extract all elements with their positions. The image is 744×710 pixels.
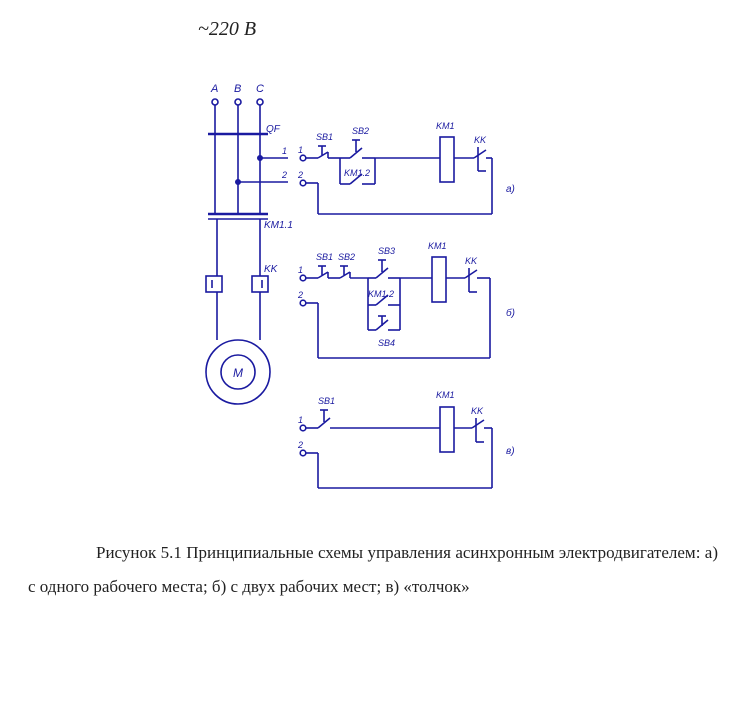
sb2-a-contact	[349, 147, 363, 159]
contactor-label: KM1.1	[264, 220, 293, 231]
figure-caption-text: Рисунок 5.1 Принципиальные схемы управле…	[28, 543, 718, 596]
tap-1-label: 1	[282, 146, 287, 156]
sb2-b-contact	[339, 271, 351, 279]
circuit-b-sb2-label: SB2	[338, 252, 355, 262]
circuit-c-tag: в)	[506, 446, 515, 457]
circuit-a-terminal-2: 2	[297, 170, 303, 180]
control-circuit-a	[299, 136, 493, 215]
phase-b-label: B	[234, 83, 241, 95]
circuit-b-hold-label: KM1.2	[368, 289, 394, 299]
supply-voltage-label: ~220 B	[198, 18, 257, 40]
circuit-b-tag: б)	[506, 307, 515, 319]
power-circuit	[205, 98, 288, 405]
phase-b-terminal	[234, 98, 242, 106]
circuit-b-sb1-label: SB1	[316, 252, 333, 262]
kk-a-contact	[473, 149, 487, 159]
circuit-c-sb1-label: SB1	[318, 396, 335, 406]
circuit-b-coil-label: KM1	[428, 241, 447, 251]
kk-c-contact	[471, 419, 485, 429]
sb3-b-contact	[375, 267, 389, 279]
control-circuit-b	[299, 256, 491, 359]
circuit-c-kk-label: KK	[471, 406, 484, 416]
circuit-a-sb2-label: SB2	[352, 126, 369, 136]
circuit-b-terminal-2: 2	[297, 290, 303, 300]
circuit-a-terminal-1: 1	[298, 145, 303, 155]
phase-c-label: C	[256, 83, 264, 95]
motor	[205, 339, 271, 405]
coil-km1-c	[439, 406, 455, 453]
phase-a-terminal	[211, 98, 219, 106]
sb1-b-contact	[317, 271, 329, 279]
motor-label: M	[233, 366, 243, 380]
overload-label: KK	[264, 264, 279, 275]
circuit-b-terminal-1: 1	[298, 265, 303, 275]
sb1-a-contact	[317, 151, 329, 159]
circuit-c-coil-label: KM1	[436, 390, 455, 400]
control-circuit-c	[299, 406, 493, 489]
phase-c-terminal	[256, 98, 264, 106]
circuit-b-sb4-label: SB4	[378, 338, 395, 348]
circuit-c-terminal-1: 1	[298, 415, 303, 425]
wiring-diagram: A B C QF 1 2 KM1.1 KK M 1 2 SB1 SB2 KM1.…	[205, 83, 515, 489]
circuit-a-sb1-label: SB1	[316, 132, 333, 142]
tap-2-label: 2	[281, 170, 287, 180]
km12-b-contact	[375, 294, 389, 306]
sb1-c-contact	[317, 417, 331, 429]
phase-a-label: A	[210, 83, 218, 95]
circuit-b-sb3-label: SB3	[378, 246, 395, 256]
circuit-a-coil-label: KM1	[436, 121, 455, 131]
overload-heater-right	[251, 275, 269, 293]
km12-a-contact	[349, 173, 363, 185]
coil-km1-b	[431, 256, 447, 303]
coil-km1-a	[439, 136, 455, 183]
overload-heater-left	[205, 275, 223, 293]
figure-caption: Рисунок 5.1 Принципиальные схемы управле…	[28, 536, 718, 604]
circuit-a-kk-label: KK	[474, 135, 487, 145]
circuit-b-kk-label: KK	[465, 256, 478, 266]
kk-b-contact	[464, 269, 478, 279]
breaker-label: QF	[266, 124, 281, 135]
circuit-a-tag: а)	[506, 184, 515, 195]
circuit-a-hold-label: KM1.2	[344, 168, 370, 178]
circuit-c-terminal-2: 2	[297, 440, 303, 450]
